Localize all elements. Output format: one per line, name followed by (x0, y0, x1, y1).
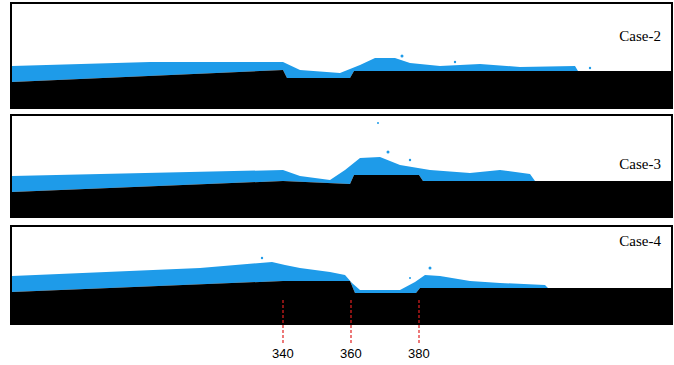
result-panel: Case-3 (10, 114, 673, 218)
position-label: 360 (340, 346, 362, 361)
position-label: 380 (408, 346, 430, 361)
case-label: Case-3 (617, 156, 663, 173)
marker-lines (283, 300, 419, 343)
terrain (12, 175, 672, 216)
result-panel: Case-2 (10, 2, 673, 109)
result-panel: Case-4 (10, 225, 673, 325)
terrain (12, 281, 672, 323)
case-label: Case-2 (617, 28, 663, 45)
case-label: Case-4 (617, 233, 663, 250)
spray-droplets (261, 55, 591, 280)
position-label: 340 (272, 346, 294, 361)
terrain (12, 70, 672, 107)
